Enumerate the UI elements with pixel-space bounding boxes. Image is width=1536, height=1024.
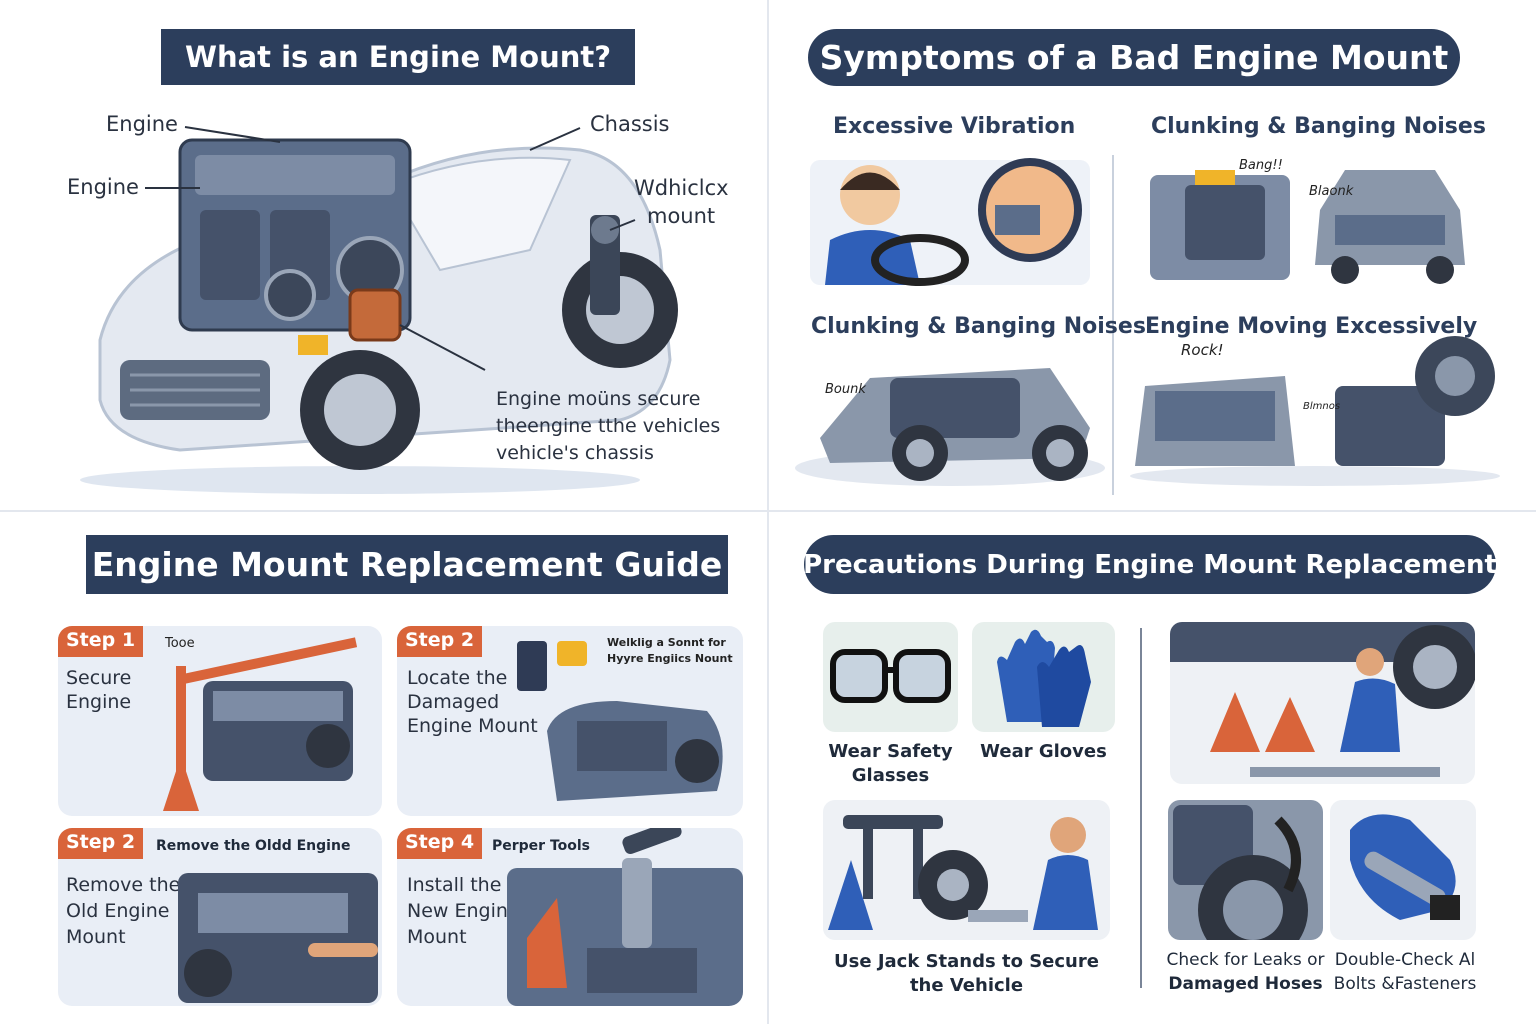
bolts-caption-line2: Bolts &Fasteners bbox=[1333, 974, 1477, 994]
step-3-head: Remove the Oldd Engine bbox=[156, 838, 351, 854]
bolts-card bbox=[1330, 800, 1476, 940]
chassis-label: Chassis bbox=[590, 112, 670, 136]
jack-stands-caption: Use Jack Stands to Secure the Vehicle bbox=[818, 950, 1115, 998]
safety-glasses-caption-line2: Glasses bbox=[851, 765, 930, 786]
step-3-text: Remove the Old Engine Mount bbox=[66, 874, 181, 948]
car-engine-illustration bbox=[80, 126, 678, 494]
vertical-divider bbox=[767, 0, 769, 1024]
step-4-head: Perper Tools bbox=[492, 838, 591, 854]
step-3-card: Step 2 Remove the Oldd Engine Remove the… bbox=[58, 828, 382, 1006]
step-2-tag-line1: Welklig a Sonnt for bbox=[607, 636, 726, 649]
precautions-divider bbox=[1140, 628, 1142, 988]
symptom-title-clunking-1: Clunking & Banging Noises bbox=[1151, 114, 1486, 139]
step-1-card: Step 1 Secure Engine Tooe bbox=[58, 626, 382, 816]
step-4-text: Install the New Engine Mount bbox=[407, 874, 520, 948]
symptom-title-engine-moving: Engine Moving Excessively bbox=[1145, 314, 1478, 339]
step-1-tag: Tooe bbox=[165, 636, 195, 651]
leaks-hoses-caption: Check for Leaks or Damaged Hoses bbox=[1163, 948, 1328, 996]
step-3-badge: Step 2 bbox=[58, 828, 144, 859]
blmnos-tag: Blmnos bbox=[1303, 401, 1341, 412]
caption-line-3: vehicle's chassis bbox=[496, 442, 654, 464]
jack-stands-caption-line2: the Vehicle bbox=[909, 975, 1024, 996]
install-mount-illustration bbox=[507, 828, 743, 1006]
gloves-icon bbox=[997, 629, 1091, 727]
step-2-tag-line2: Hyyre Engiics Nount bbox=[607, 652, 733, 665]
replacement-guide-title: Engine Mount Replacement Guide bbox=[86, 535, 728, 594]
leaks-hoses-caption-line2: Damaged Hoses bbox=[1168, 974, 1323, 994]
mount-label-line2: mount bbox=[647, 204, 716, 228]
step-4-card: Step 4 Perper Tools Install the New Engi… bbox=[397, 828, 743, 1006]
leaks-hoses-caption-line1: Check for Leaks or bbox=[1166, 950, 1325, 970]
engine-label-left: Engine bbox=[67, 175, 139, 199]
engine-mount-caption: Engine moüns secure theengine tthe vehic… bbox=[496, 386, 736, 467]
vibration-illustration bbox=[810, 158, 1090, 286]
gloves-card bbox=[972, 622, 1115, 732]
bounk-tag: Bounk bbox=[825, 382, 866, 397]
symptoms-title: Symptoms of a Bad Engine Mount bbox=[808, 29, 1460, 86]
engine-hoist-illustration bbox=[163, 637, 358, 811]
under-car-mechanic-card bbox=[1170, 622, 1475, 784]
safety-glasses-icon bbox=[830, 649, 951, 703]
engine-moving-illustration bbox=[1130, 336, 1500, 486]
caption-line-1: Engine moüns secure bbox=[496, 388, 701, 410]
leaks-hoses-card bbox=[1168, 800, 1323, 940]
jack-stands-caption-line1: Use Jack Stands to Secure bbox=[834, 951, 1099, 972]
step-2-badge: Step 2 bbox=[397, 626, 483, 657]
what-is-engine-mount-title: What is an Engine Mount? bbox=[161, 29, 635, 85]
hoses-illustration bbox=[1173, 805, 1308, 940]
symptom-title-clunking-2: Clunking & Banging Noises bbox=[811, 314, 1146, 339]
symptoms-center-divider bbox=[1112, 155, 1114, 495]
caption-line-2: theengine tthe vehicles bbox=[496, 415, 721, 437]
step-2-card: Step 2 Locate the Damaged Engine Mount W… bbox=[397, 626, 743, 816]
step-4-badge: Step 4 bbox=[397, 828, 483, 859]
clunking-illustration-1 bbox=[1150, 170, 1465, 284]
mount-label-line1: Wdhiclcx bbox=[634, 176, 729, 200]
rock-tag: Rock! bbox=[1181, 341, 1224, 359]
wrench-glove-illustration bbox=[1350, 814, 1460, 920]
bang-tag: Bang!! bbox=[1239, 158, 1283, 173]
mechanic-under-car-illustration bbox=[1170, 622, 1475, 777]
blaonk-tag: Blaonk bbox=[1309, 184, 1354, 199]
horizontal-divider bbox=[0, 510, 1536, 512]
clunking-illustration-2 bbox=[795, 368, 1105, 486]
bolts-caption-line1: Double-Check Al bbox=[1334, 950, 1476, 970]
safety-glasses-caption-line1: Wear Safety bbox=[828, 741, 953, 762]
step-2-text: Locate the Damaged Engine Mount bbox=[407, 667, 538, 737]
jack-stands-illustration bbox=[828, 815, 1098, 930]
remove-mount-illustration bbox=[178, 873, 378, 1003]
step-1-badge: Step 1 bbox=[58, 626, 144, 657]
bolts-caption: Double-Check Al Bolts &Fasteners bbox=[1325, 948, 1485, 996]
precautions-title: Precautions During Engine Mount Replacem… bbox=[803, 535, 1497, 594]
symptom-title-vibration: Excessive Vibration bbox=[833, 114, 1076, 139]
safety-glasses-caption: Wear Safety Glasses bbox=[818, 740, 963, 788]
safety-glasses-card bbox=[823, 622, 958, 732]
engine-label-top: Engine bbox=[106, 112, 178, 136]
jack-stands-card bbox=[823, 800, 1110, 940]
step-1-text: Secure Engine bbox=[66, 667, 132, 713]
damaged-mount-illustration bbox=[517, 641, 723, 801]
gloves-caption: Wear Gloves bbox=[980, 741, 1107, 762]
